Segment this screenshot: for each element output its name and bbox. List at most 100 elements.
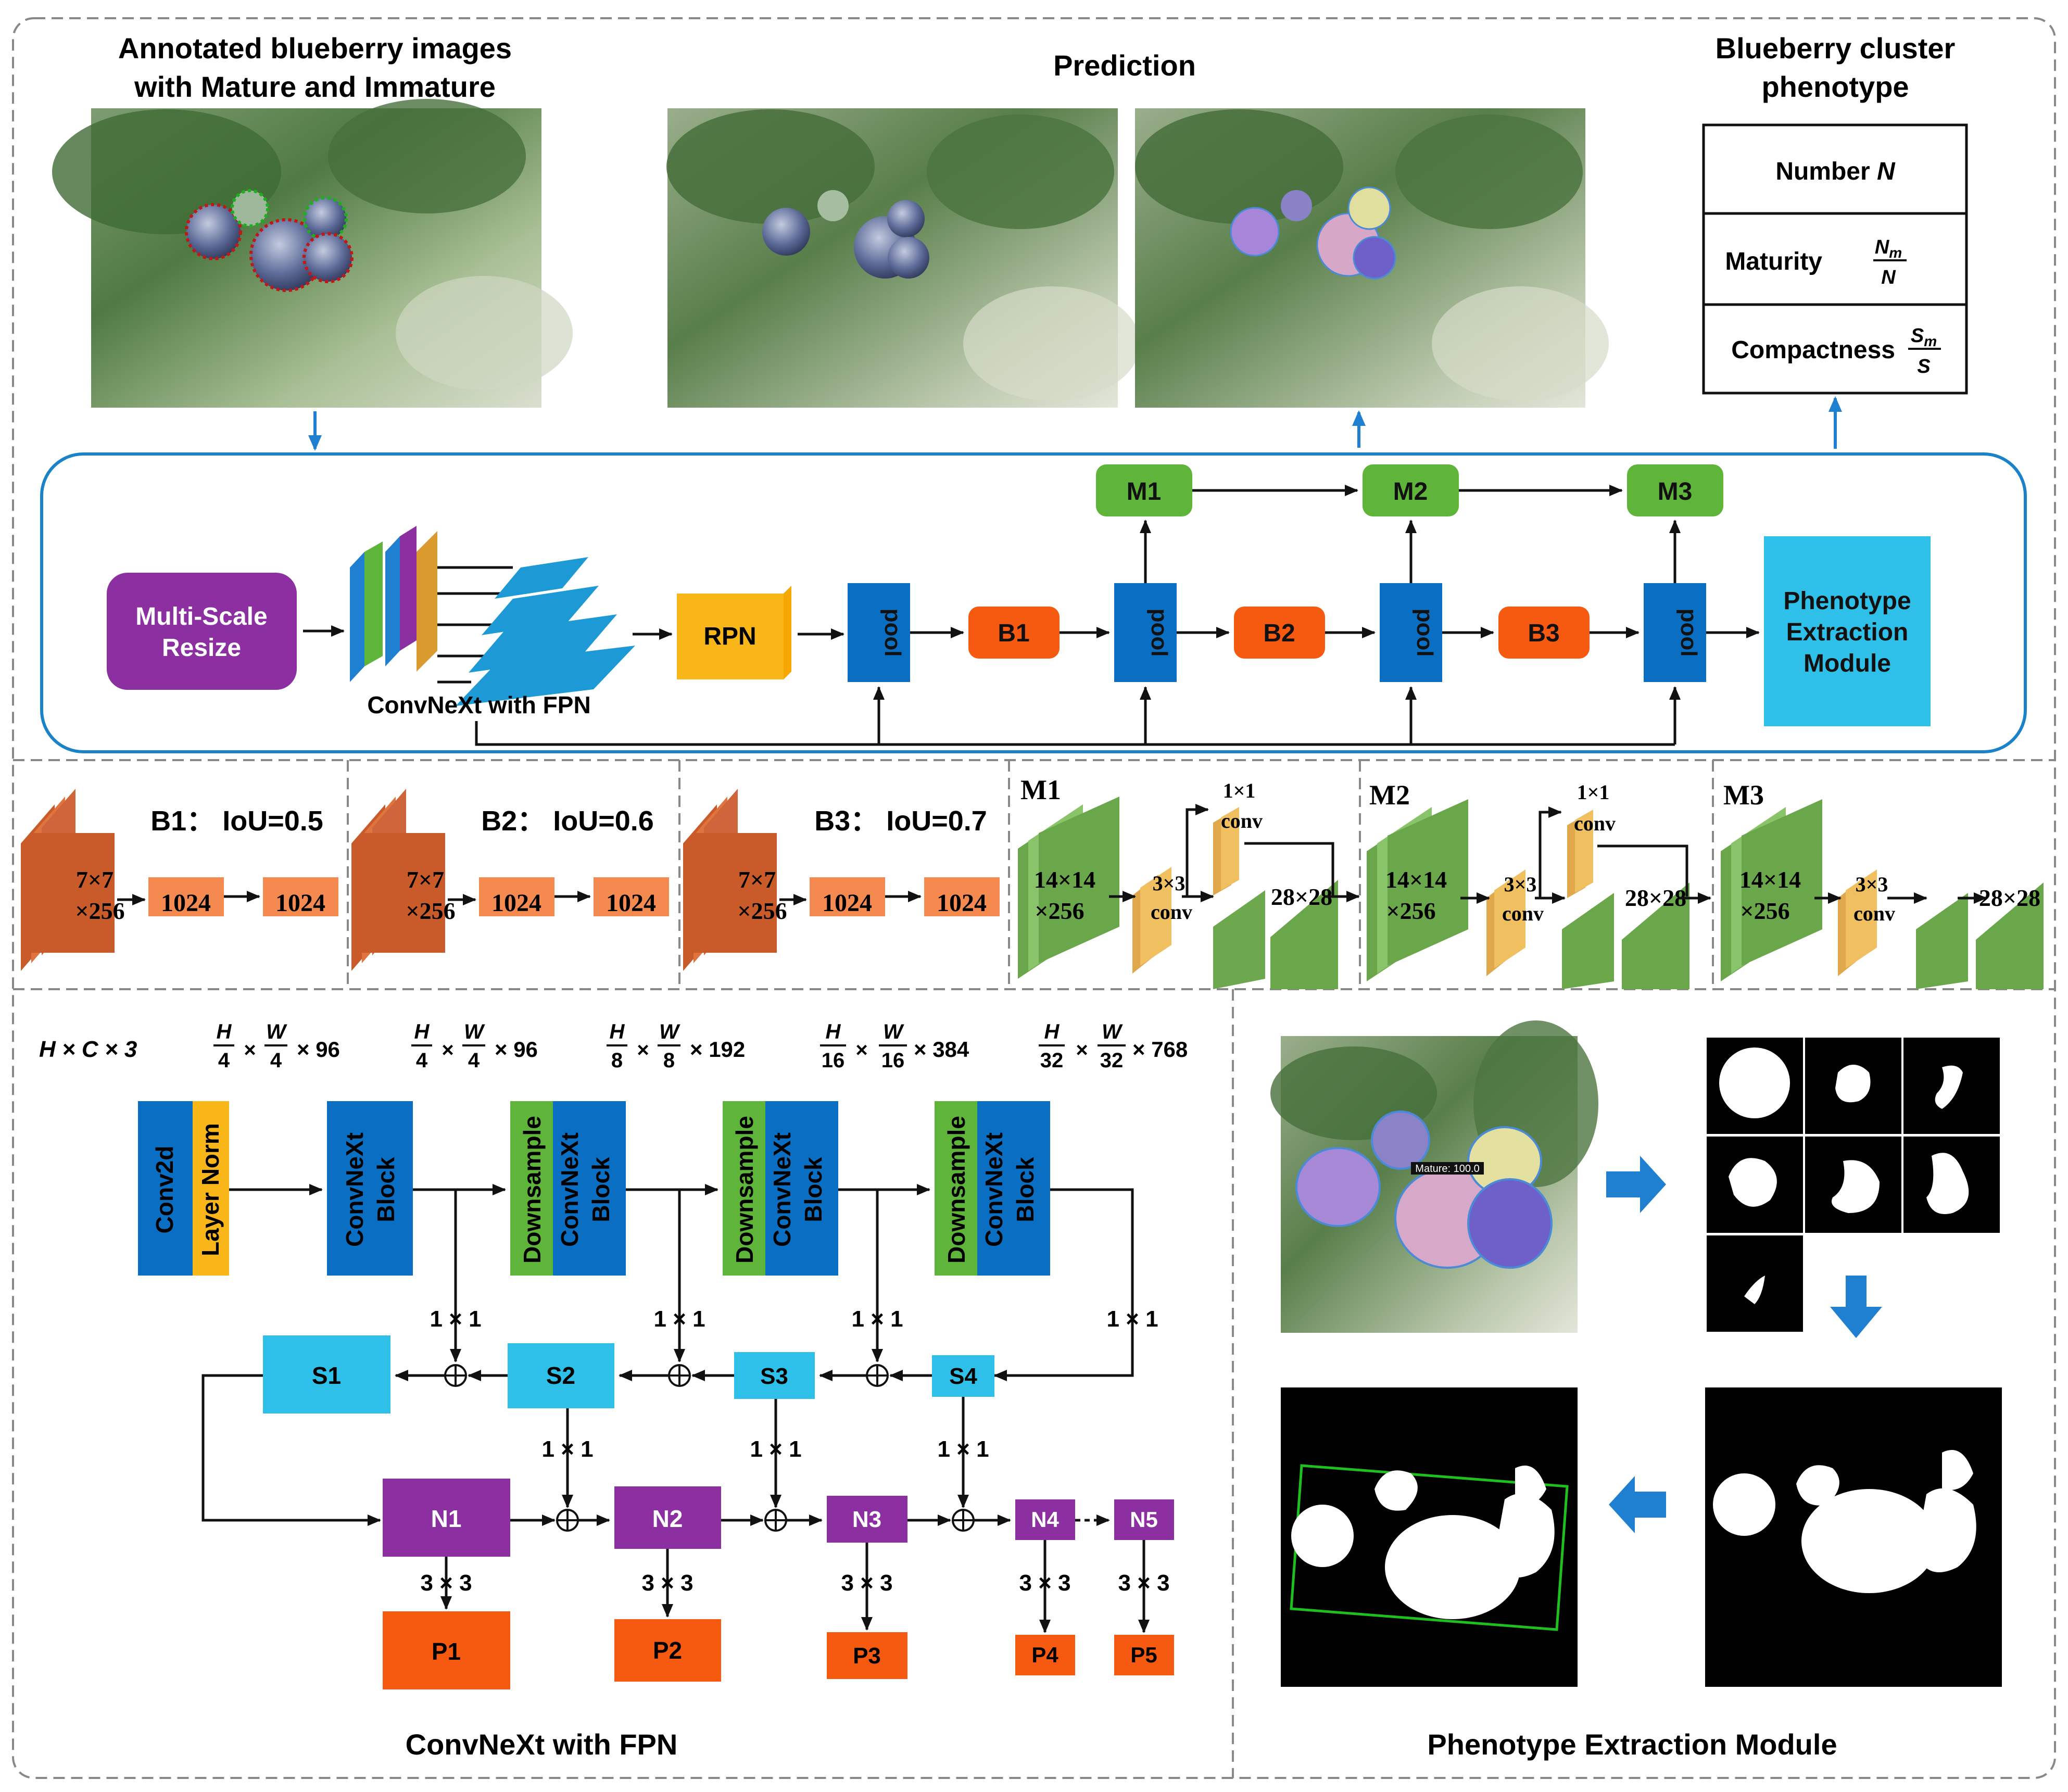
b1-head-in-1: 7×7: [76, 866, 114, 893]
svg-text:Sm: Sm: [1911, 325, 1937, 349]
m3-head-in-2: ×256: [1740, 898, 1789, 924]
p2-box: [614, 1619, 721, 1682]
convnext-3-label-a: ConvNeXt: [768, 1132, 796, 1247]
b3-head-fc-1: 1024: [822, 889, 872, 917]
dim5-times: ×: [1076, 1039, 1088, 1062]
m2-head-conv3-1: 3×3: [1504, 873, 1537, 896]
convnext-block-1: [327, 1101, 413, 1276]
b1-box: [968, 607, 1060, 659]
maturity-label: Maturity: [1725, 248, 1822, 275]
fpn-topdown-arrows: [201, 1370, 969, 1526]
compactness-num-sub: m: [1924, 333, 1937, 349]
annotated-title-line1: Annotated blueberry images: [118, 32, 512, 65]
downsample-block-3: [723, 1101, 765, 1276]
dim2-w-den: 4: [468, 1049, 480, 1072]
fpn-caption: ConvNeXt with FPN: [406, 1728, 678, 1761]
dim2-times: ×: [442, 1039, 453, 1062]
dim2-c: × 96: [495, 1037, 538, 1062]
dim2-h: H: [414, 1020, 430, 1043]
b3-head-title: B3： IoU=0.7: [814, 805, 987, 837]
fpn-pyramid-stack: [456, 557, 635, 706]
p5-label: P5: [1130, 1643, 1157, 1667]
s4-box: [932, 1355, 994, 1397]
pem-detection-image: Mature: 100.0: [1270, 1020, 1598, 1333]
pipeline-frame: [40, 452, 2027, 753]
backbone-caption: ConvNeXt with FPN: [367, 691, 590, 718]
m2-head-conv1-1: 1×1: [1577, 780, 1610, 804]
downsample-4-label: Downsample: [943, 1116, 970, 1264]
b3-head: B3： IoU=0.7 7×7 ×256 1024 1024: [683, 789, 1000, 971]
pool-label-4: pool: [1676, 609, 1701, 657]
m2-head-conv3-2: conv: [1502, 902, 1544, 925]
n5-label: N5: [1130, 1507, 1158, 1532]
b1-head-title: B1： IoU=0.5: [150, 805, 323, 837]
conv2d-block: [138, 1101, 193, 1276]
raw-blueberry-image: [666, 108, 1140, 408]
dim4-w-den: 16: [881, 1049, 905, 1072]
rpn-box: [677, 594, 784, 679]
m2-head-title: M2: [1369, 779, 1410, 811]
downsample-block-2: [510, 1101, 553, 1276]
dim3-h: H: [610, 1020, 625, 1043]
pem-combined-mask: [1705, 1387, 2002, 1687]
b2-head-in-1: 7×7: [407, 866, 444, 893]
p4-box: [1015, 1635, 1075, 1675]
m1-head-out: 28×28: [1271, 884, 1332, 910]
b3-label: B3: [1528, 620, 1559, 647]
dim3-w: W: [659, 1020, 680, 1043]
dim1-w-den: 4: [270, 1049, 282, 1072]
pem-caption: Phenotype Extraction Module: [1427, 1728, 1837, 1761]
fpn-forward-arrows: [229, 1184, 1134, 1381]
fpn-bottomup-arrows: [440, 1515, 1150, 1633]
s2-box: [508, 1343, 614, 1408]
number-label: Number: [1775, 158, 1870, 185]
n5-box: [1114, 1499, 1174, 1540]
convnext-block-2: [553, 1101, 626, 1276]
convnext-block-4: [977, 1101, 1050, 1276]
m3-head-conv3-2: conv: [1853, 902, 1895, 925]
k3-label-c: 3 × 3: [841, 1570, 892, 1596]
b3-box: [1498, 607, 1590, 659]
resize-label-1: Multi-Scale: [135, 603, 267, 630]
convnext-2-label-b: Block: [587, 1157, 614, 1222]
dim1-times: ×: [244, 1039, 256, 1062]
convnext-4-label-a: ConvNeXt: [980, 1132, 1007, 1247]
b2-head-title: B2： IoU=0.6: [481, 805, 654, 837]
phenotype-title-line2: phenotype: [1761, 70, 1909, 103]
m3-head: M3 14×14 ×256 3×3 conv 28×28: [1721, 779, 2044, 989]
p3-box: [827, 1632, 907, 1679]
b3-head-in-1: 7×7: [738, 866, 776, 893]
k1-label-b: 1 × 1: [653, 1306, 705, 1332]
dim1-h: H: [217, 1020, 232, 1043]
compactness-den: S: [1917, 356, 1930, 377]
dim2-h-den: 4: [416, 1049, 428, 1072]
p2-label: P2: [653, 1637, 682, 1664]
phenotype-title-line1: Blueberry cluster: [1716, 32, 1956, 65]
pem-label-1: Phenotype: [1783, 587, 1911, 615]
s4-label: S4: [949, 1364, 977, 1389]
dim1-c: × 96: [297, 1037, 340, 1062]
p3-label: P3: [853, 1643, 881, 1669]
n1-label: N1: [431, 1505, 462, 1532]
dim2-w: W: [464, 1020, 485, 1043]
dim3-h-den: 8: [611, 1049, 623, 1072]
m1-head-conv1-1: 1×1: [1223, 779, 1256, 802]
m1-head: M1 14×14 ×256 3×3 conv 1×1 conv 28×28: [1018, 774, 1360, 989]
m1-box: [1096, 464, 1192, 516]
n3-box: [827, 1496, 907, 1543]
n2-box: [614, 1486, 721, 1549]
s3-box: [734, 1352, 815, 1399]
predicted-blueberry-image: [1135, 108, 1609, 408]
k3-label-a: 3 × 3: [420, 1570, 472, 1596]
m2-head: M2 14×14 ×256 3×3 conv 1×1 conv 28×28: [1367, 779, 1711, 989]
pool-label-3: pool: [1412, 609, 1437, 657]
k3-label-b: 3 × 3: [641, 1570, 693, 1596]
number-var: N: [1877, 158, 1896, 185]
pem-label-3: Module: [1804, 650, 1891, 677]
dim0-label: H × C × 3: [39, 1037, 137, 1062]
pem-mask-grid: [1705, 1036, 2004, 1332]
n3-label: N3: [852, 1507, 881, 1532]
k3-label-e: 3 × 3: [1118, 1570, 1169, 1596]
m2-head-in-1: 14×14: [1385, 866, 1447, 893]
pem-box: [1764, 536, 1931, 726]
